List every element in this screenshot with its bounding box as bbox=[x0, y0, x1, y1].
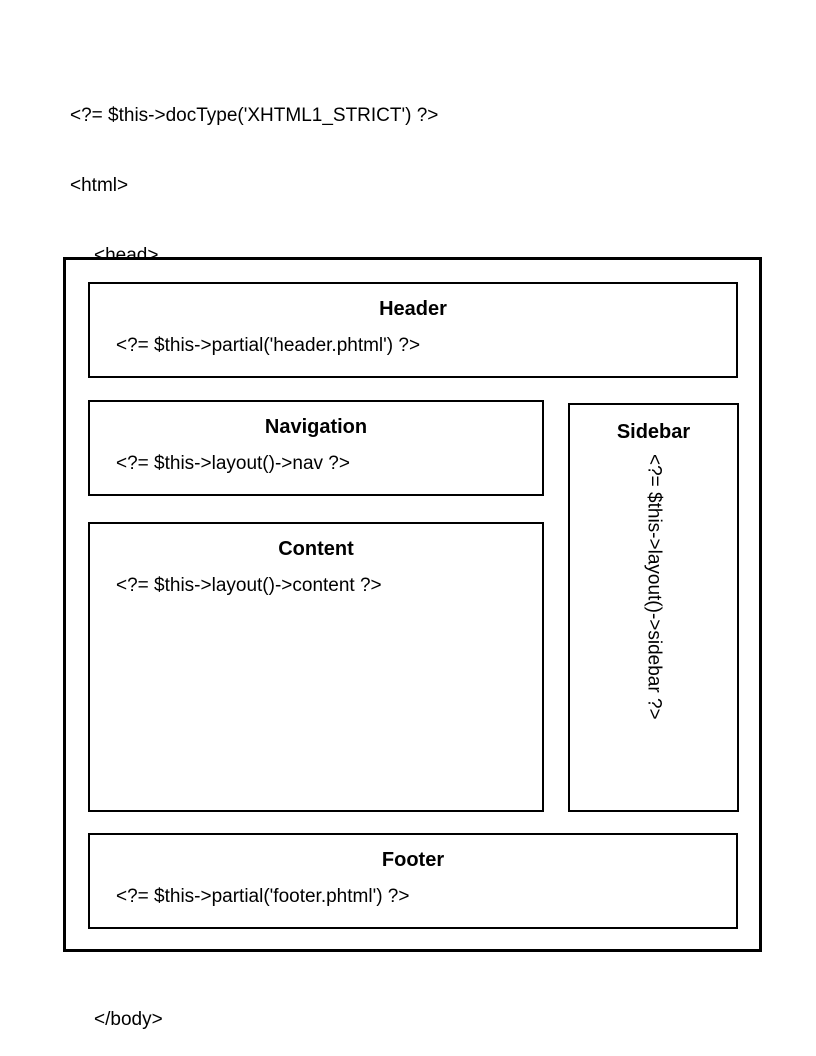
content-section-title: Content bbox=[278, 538, 354, 560]
header-section-title: Header bbox=[379, 298, 447, 320]
sidebar-section-title: Sidebar bbox=[616, 421, 691, 443]
footer-section-code: <?= $this->partial('footer.phtml') ?> bbox=[116, 886, 410, 907]
content-section-box: Content <?= $this->layout()->content ?> bbox=[88, 522, 544, 812]
bottom-code-block: </body> </html> bbox=[70, 961, 163, 1056]
footer-section-box: Footer <?= $this->partial('footer.phtml'… bbox=[88, 833, 738, 929]
navigation-section-code: <?= $this->layout()->nav ?> bbox=[116, 453, 350, 474]
footer-section-title: Footer bbox=[381, 849, 445, 871]
sidebar-section-code: <?= $this->layout()->sidebar ?> bbox=[643, 454, 665, 720]
body-layout-box: Header <?= $this->partial('header.phtml'… bbox=[63, 257, 762, 952]
code-line: </body> bbox=[94, 1008, 163, 1030]
code-line: <html> bbox=[70, 175, 129, 197]
header-section-code: <?= $this->partial('header.phtml') ?> bbox=[116, 335, 421, 356]
sidebar-section-box: Sidebar <?= $this->layout()->sidebar ?> bbox=[568, 403, 739, 812]
navigation-section-title: Navigation bbox=[264, 416, 368, 438]
header-section-box: Header <?= $this->partial('header.phtml'… bbox=[88, 282, 738, 378]
content-section-code: <?= $this->layout()->content ?> bbox=[116, 575, 382, 596]
navigation-section-box: Navigation <?= $this->layout()->nav ?> bbox=[88, 400, 544, 496]
code-line: <?= $this->docType('XHTML1_STRICT') ?> bbox=[70, 104, 439, 126]
